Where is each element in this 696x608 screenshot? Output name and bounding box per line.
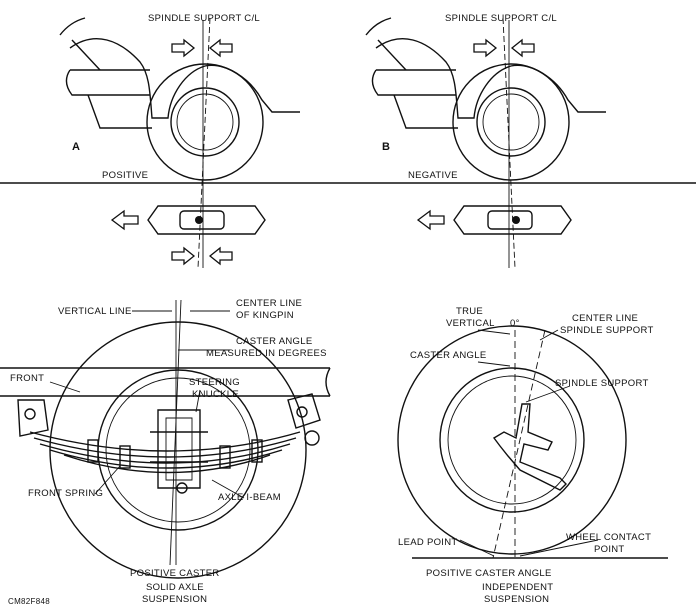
- spindle-support-arm: [492, 403, 567, 491]
- independent-tire: [397, 325, 627, 555]
- panel-a-spindle-line: [197, 17, 211, 269]
- spindle-support-line: [492, 329, 546, 559]
- solid-axle-panel: VERTICAL LINE CENTER LINE OF KINGPIN CAS…: [0, 298, 331, 606]
- kingpin-label-2: OF KINGPIN: [236, 310, 294, 321]
- panel-b-pivot-dot: [512, 216, 520, 224]
- axle-beam-label: AXLE I-BEAM: [218, 492, 281, 503]
- front-spring-label: FRONT SPRING: [28, 488, 103, 499]
- panel-b-letter: B: [382, 141, 390, 153]
- panel-b-caption: NEGATIVE: [408, 170, 458, 181]
- panel-b-rim: [476, 87, 546, 157]
- independent-caption-sub-1: INDEPENDENT: [482, 582, 553, 593]
- true-vertical-label-1: TRUE: [456, 306, 483, 317]
- panel-a-arrow-top-left: [171, 38, 196, 58]
- solid-axle-caption: POSITIVE CASTER: [130, 568, 220, 579]
- panel-b-heading: SPINDLE SUPPORT C/L: [445, 13, 557, 24]
- panel-b-arrow-left: [416, 209, 445, 231]
- panel-a-letter: A: [72, 141, 80, 153]
- figure-id: CM82F848: [8, 597, 50, 606]
- independent-caption-sub-2: SUSPENSION: [484, 594, 549, 605]
- solid-axle-caption-sub-1: SOLID AXLE: [146, 582, 204, 593]
- frame-rail: [0, 367, 331, 397]
- front-label: FRONT: [10, 373, 44, 384]
- panel-a-arrow-bottom-right: [208, 246, 233, 266]
- panel-a-pivot-dot: [195, 216, 203, 224]
- caster-angle-label-1: CASTER ANGLE: [236, 336, 312, 347]
- panel-b-spindle-line: [502, 17, 516, 269]
- caster-angle-label: CASTER ANGLE: [410, 350, 486, 361]
- steering-knuckle: [157, 409, 201, 489]
- panel-a: SPINDLE SUPPORT C/L A POSITIVE: [0, 13, 696, 269]
- independent-panel: TRUE VERTICAL 0° CENTER LINE SPINDLE SUP…: [397, 306, 668, 605]
- kingpin-label-1: CENTER LINE: [236, 298, 302, 309]
- leaf-spring: [29, 431, 301, 474]
- panel-a-arrow-bottom-left: [171, 246, 196, 266]
- steering-knuckle-label-2: KNUCKLE: [192, 389, 239, 400]
- contact-point-label-2: POINT: [594, 544, 625, 555]
- panel-b: SPINDLE SUPPORT C/L B NEGATIVE: [365, 13, 606, 269]
- panel-a-arrow-left: [110, 209, 139, 231]
- panel-a-axle-block: [147, 205, 266, 235]
- panel-a-arrow-top-right: [208, 38, 233, 58]
- spindle-support-label: SPINDLE SUPPORT: [555, 378, 649, 389]
- spindle-cl-label-1: CENTER LINE: [572, 313, 638, 324]
- lead-point-label: LEAD POINT: [398, 537, 458, 548]
- contact-point-label-1: WHEEL CONTACT: [566, 532, 651, 543]
- spindle-cl-label-2: SPINDLE SUPPORT: [560, 325, 654, 336]
- front-hanger: [17, 399, 49, 437]
- panel-a-bumper: [65, 69, 152, 129]
- caster-angle-label-2: MEASURED IN DEGREES: [206, 348, 327, 359]
- vertical-line-label: VERTICAL LINE: [58, 306, 132, 317]
- zero-degree-label: 0°: [510, 318, 520, 329]
- panel-b-arrow-top-left: [473, 38, 498, 58]
- panel-b-arrow-top-right: [510, 38, 535, 58]
- panel-a-heading: SPINDLE SUPPORT C/L: [148, 13, 260, 24]
- panel-b-bumper: [371, 69, 458, 129]
- panel-a-rim: [170, 87, 240, 157]
- rear-shackle: [287, 393, 321, 429]
- true-vertical-label-2: VERTICAL: [446, 318, 495, 329]
- panel-a-caption: POSITIVE: [102, 170, 148, 181]
- panel-a-tire: [146, 63, 264, 181]
- solid-axle-caption-sub-2: SUSPENSION: [142, 594, 207, 605]
- panel-b-axle-block: [453, 205, 572, 235]
- steering-knuckle-label-1: STEERING: [189, 377, 240, 388]
- panel-b-tire: [452, 63, 570, 181]
- independent-caption: POSITIVE CASTER ANGLE: [426, 568, 552, 579]
